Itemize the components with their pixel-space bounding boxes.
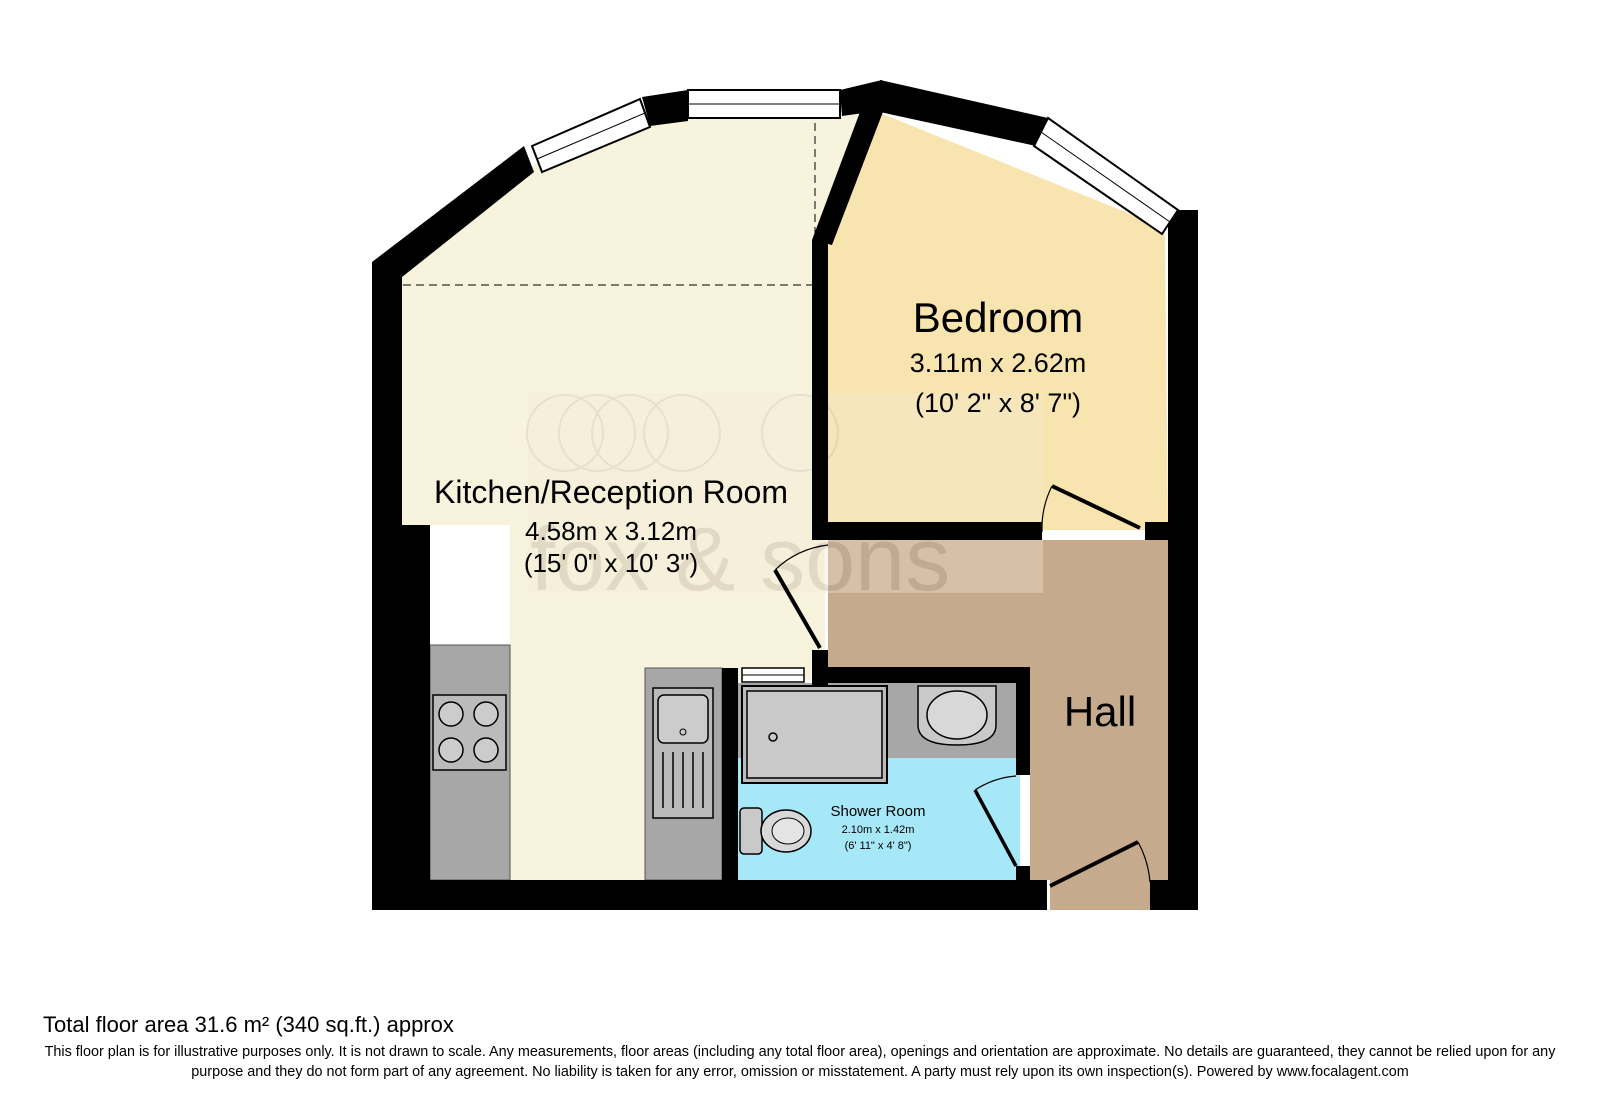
bedroom-floor	[828, 113, 1168, 530]
hob-ring-icon	[438, 737, 464, 763]
sink-bowl-icon	[657, 694, 709, 744]
window-icon	[687, 89, 841, 119]
kitchen-reception-floor	[400, 97, 880, 880]
room-dimensions-shower-imperial: (6' 11" x 4' 8")	[845, 840, 912, 852]
room-dimensions-kitchen-metric: 4.58m x 3.12m	[525, 516, 697, 546]
room-dimensions-kitchen-imperial: (15' 0" x 10' 3")	[524, 548, 698, 578]
washbasin-icon	[917, 685, 997, 746]
disclaimer-text: This floor plan is for illustrative purp…	[44, 1044, 1556, 1080]
window-icon	[741, 667, 805, 683]
hob-ring-icon	[438, 701, 464, 727]
floor-plan: fox & sons	[372, 80, 1198, 910]
hob-ring-icon	[473, 701, 499, 727]
window-icon	[1032, 116, 1180, 236]
door-icon	[1049, 840, 1151, 888]
room-name-kitchen: Kitchen/Reception Room	[434, 474, 788, 510]
hob-ring-icon	[473, 737, 499, 763]
toilet-icon	[739, 807, 812, 855]
room-dimensions-shower-metric: 2.10m x 1.42m	[842, 824, 915, 836]
door-icon	[1041, 484, 1141, 533]
window-icon	[530, 97, 652, 174]
hall-floor	[828, 540, 1168, 910]
sink-counter	[644, 667, 723, 881]
room-name-shower: Shower Room	[830, 803, 925, 820]
walls	[372, 80, 1198, 910]
total-floor-area: Total floor area 31.6 m² (340 sq.ft.) ap…	[43, 1012, 454, 1037]
room-name-hall: Hall	[1064, 688, 1136, 735]
watermark-logo: fox & sons	[526, 393, 1043, 610]
room-dimensions-bedroom-metric: 3.11m x 2.62m	[910, 348, 1087, 378]
door-icon	[773, 544, 829, 649]
hob-counter	[429, 644, 511, 881]
door-icon	[973, 775, 1018, 867]
room-dimensions-bedroom-imperial: (10' 2" x 8' 7")	[915, 388, 1081, 418]
room-name-bedroom: Bedroom	[913, 294, 1083, 341]
